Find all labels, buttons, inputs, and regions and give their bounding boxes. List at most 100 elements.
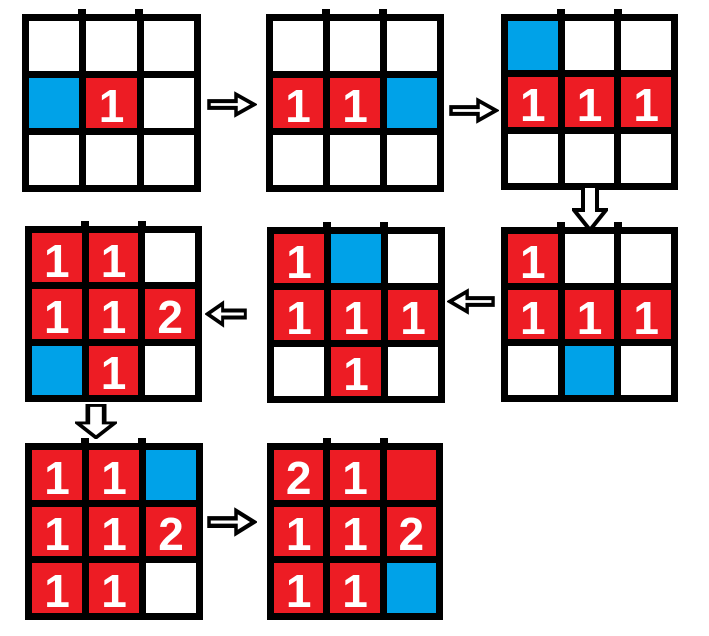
step-6-cell-r1c1: 1 bbox=[32, 233, 82, 283]
step-7-cell-r2c3: 2 bbox=[146, 506, 196, 557]
arrow-right-icon bbox=[207, 507, 257, 537]
step-3-cell-r2c1: 1 bbox=[508, 77, 558, 127]
arrow-step-3-to-step-4 bbox=[572, 184, 608, 232]
step-5-cell-r1c2 bbox=[331, 234, 381, 284]
step-8-cell-r1c2: 1 bbox=[330, 450, 380, 500]
cell-number: 1 bbox=[101, 451, 127, 500]
step-2-cell-r3c3 bbox=[387, 135, 437, 185]
cell-number: 1 bbox=[400, 291, 426, 340]
step-7-cell-r1c3 bbox=[146, 450, 196, 500]
step-5-cell-r3c1 bbox=[274, 346, 324, 396]
step-7-cell-r3c1: 1 bbox=[32, 563, 82, 613]
step-8-cell-r3c3 bbox=[386, 563, 436, 613]
step-1-cell-r1c2 bbox=[86, 21, 137, 71]
step-3-cell-r1c2 bbox=[564, 21, 615, 71]
arrow-step-2-to-step-3 bbox=[449, 97, 499, 124]
step-4-cell-r3c2 bbox=[564, 346, 615, 395]
step-6-cell-r2c1: 1 bbox=[32, 289, 82, 339]
arrow-right-icon bbox=[449, 97, 499, 124]
arrow-down-icon bbox=[75, 404, 117, 439]
cell-number: 1 bbox=[100, 234, 127, 283]
step-5-cell-r1c1: 1 bbox=[274, 234, 324, 284]
step-2-cell-r1c1 bbox=[273, 21, 323, 71]
step-1-cell-r2c3 bbox=[143, 78, 194, 128]
step-1-cell-r1c1 bbox=[29, 21, 80, 71]
step-6-cell-r3c1 bbox=[32, 345, 82, 395]
cell-number: 1 bbox=[342, 508, 368, 557]
cell-number: 1 bbox=[342, 80, 368, 128]
cell-number: 1 bbox=[576, 291, 603, 340]
step-8-cell-r2c3: 2 bbox=[386, 506, 436, 557]
cell-number: 1 bbox=[44, 234, 70, 283]
cell-number: 1 bbox=[101, 565, 127, 613]
arrow-right-icon bbox=[207, 91, 257, 118]
cell-number: 1 bbox=[633, 78, 659, 127]
cell-number: 1 bbox=[342, 451, 368, 500]
step-4-cell-r1c1: 1 bbox=[508, 234, 558, 283]
step-1-cell-r1c3 bbox=[143, 21, 194, 71]
step-7-cell-r1c1: 1 bbox=[32, 450, 82, 500]
cell-number: 1 bbox=[98, 80, 125, 128]
step-8-cell-r3c2: 1 bbox=[330, 563, 380, 613]
cell-number: 1 bbox=[44, 451, 70, 500]
cell-number: 1 bbox=[520, 291, 546, 340]
step-6-cell-r3c2: 1 bbox=[88, 345, 139, 395]
cell-number: 2 bbox=[157, 290, 183, 339]
step-7-cell-r2c2: 1 bbox=[89, 506, 139, 557]
arrow-down-icon bbox=[572, 184, 608, 232]
step-4-cell-r2c3: 1 bbox=[621, 290, 671, 339]
cell-number: 1 bbox=[100, 347, 127, 395]
step-3-cell-r2c3: 1 bbox=[621, 77, 671, 127]
cell-number: 1 bbox=[633, 291, 659, 340]
step-6-cell-r3c3 bbox=[145, 345, 195, 395]
step-3-cell-r3c3 bbox=[621, 133, 671, 183]
cell-number: 1 bbox=[44, 565, 70, 613]
step-2-cell-r2c1: 1 bbox=[273, 78, 323, 128]
step-3-cell-r1c3 bbox=[621, 21, 671, 71]
cell-number: 1 bbox=[286, 235, 312, 284]
arrow-step-4-to-step-5 bbox=[447, 288, 495, 315]
step-5-cell-r3c3 bbox=[388, 346, 438, 396]
step-3-cell-r2c2: 1 bbox=[564, 77, 615, 127]
cell-number: 2 bbox=[158, 508, 184, 557]
step-5-cell-r2c3: 1 bbox=[388, 290, 438, 340]
grid-step-1: 1 bbox=[22, 9, 201, 192]
step-1-cell-r3c1 bbox=[29, 135, 80, 185]
step-4-cell-r1c3 bbox=[621, 234, 671, 283]
cell-number: 1 bbox=[101, 508, 127, 557]
step-1-cell-r2c1 bbox=[29, 78, 80, 128]
step-3-cell-r3c1 bbox=[508, 133, 558, 183]
step-2-cell-r1c2 bbox=[330, 21, 380, 71]
step-4-cell-r2c1: 1 bbox=[508, 290, 558, 339]
cell-number: 1 bbox=[520, 235, 546, 284]
step-6-cell-r1c2: 1 bbox=[88, 233, 139, 283]
step-7-cell-r3c2: 1 bbox=[89, 563, 139, 613]
step-3-cell-r3c2 bbox=[564, 133, 615, 183]
step-8-cell-r2c1: 1 bbox=[274, 506, 324, 557]
step-5-cell-r2c2: 1 bbox=[331, 290, 381, 340]
step-4-cell-r2c2: 1 bbox=[564, 290, 615, 340]
arrow-step-7-to-step-8 bbox=[207, 507, 257, 537]
step-7-cell-r3c3 bbox=[146, 563, 196, 613]
cell-number: 1 bbox=[285, 565, 312, 613]
cell-number: 2 bbox=[285, 451, 312, 500]
step-2-cell-r3c1 bbox=[273, 135, 323, 185]
step-8-cell-r3c1: 1 bbox=[274, 563, 324, 613]
step-4-cell-r3c1 bbox=[508, 346, 558, 395]
arrow-step-5-to-step-6 bbox=[205, 300, 247, 328]
cell-number: 2 bbox=[398, 508, 425, 557]
step-8-cell-r1c1: 2 bbox=[274, 450, 324, 500]
cell-number: 1 bbox=[286, 291, 312, 340]
step-8-cell-r2c2: 1 bbox=[330, 506, 380, 557]
cell-number: 1 bbox=[44, 290, 70, 339]
step-7-cell-r1c2: 1 bbox=[89, 450, 139, 500]
step-1-cell-r3c2 bbox=[86, 135, 137, 185]
step-4-cell-r1c2 bbox=[564, 234, 615, 283]
step-6-cell-r2c2: 1 bbox=[88, 289, 139, 339]
